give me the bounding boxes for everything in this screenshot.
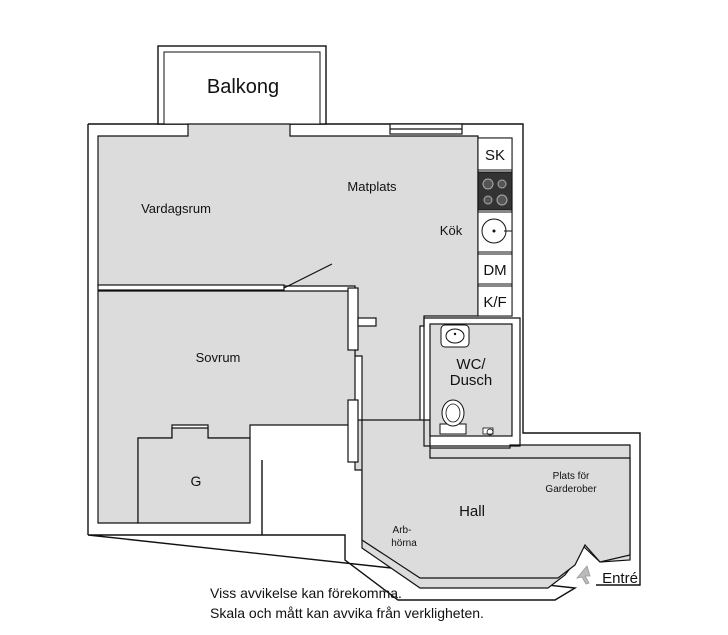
bedroom-label: Sovrum (196, 350, 241, 365)
wc-label-line1: WC/ (456, 356, 486, 373)
storage-label: G (191, 473, 202, 489)
balcony (157, 45, 327, 125)
dishwasher-label: DM (483, 262, 506, 279)
entrance-label: Entré (602, 570, 638, 587)
fridge-label: SK (485, 147, 505, 164)
living-room-label: Vardagsrum (141, 201, 211, 216)
hall-label: Hall (459, 503, 485, 520)
dining-label: Matplats (347, 179, 397, 194)
fridge-freezer-label: K/F (483, 294, 506, 311)
wc-sink-icon (440, 324, 470, 348)
wardrobe-label-line1: Plats för (553, 471, 590, 482)
wardrobe-label-line2: Garderober (545, 484, 597, 495)
toilet-icon (439, 399, 467, 435)
entrance-arrow-icon (575, 565, 591, 585)
disclaimer-line-2: Skala och mått kan avvika från verklighe… (210, 605, 484, 621)
kitchen-label: Kök (440, 223, 463, 238)
hall-area (361, 419, 631, 579)
disclaimer-line-1: Viss avvikelse kan förekomma. (210, 585, 402, 601)
kitchen-sink-icon (477, 211, 513, 253)
wc-label-line2: Dusch (450, 372, 493, 389)
disclaimer-notes: Viss avvikelse kan förekomma. Skala och … (210, 583, 484, 623)
kitchen-column (477, 137, 513, 317)
work-corner-label-line1: Arb- (393, 525, 412, 536)
stove-icon (477, 171, 513, 211)
work-corner-label-line2: hörna (391, 538, 417, 549)
wc-room (423, 317, 521, 447)
balcony-label: Balkong (207, 76, 279, 98)
shower-icon (482, 427, 494, 436)
interior-walls (97, 123, 463, 463)
